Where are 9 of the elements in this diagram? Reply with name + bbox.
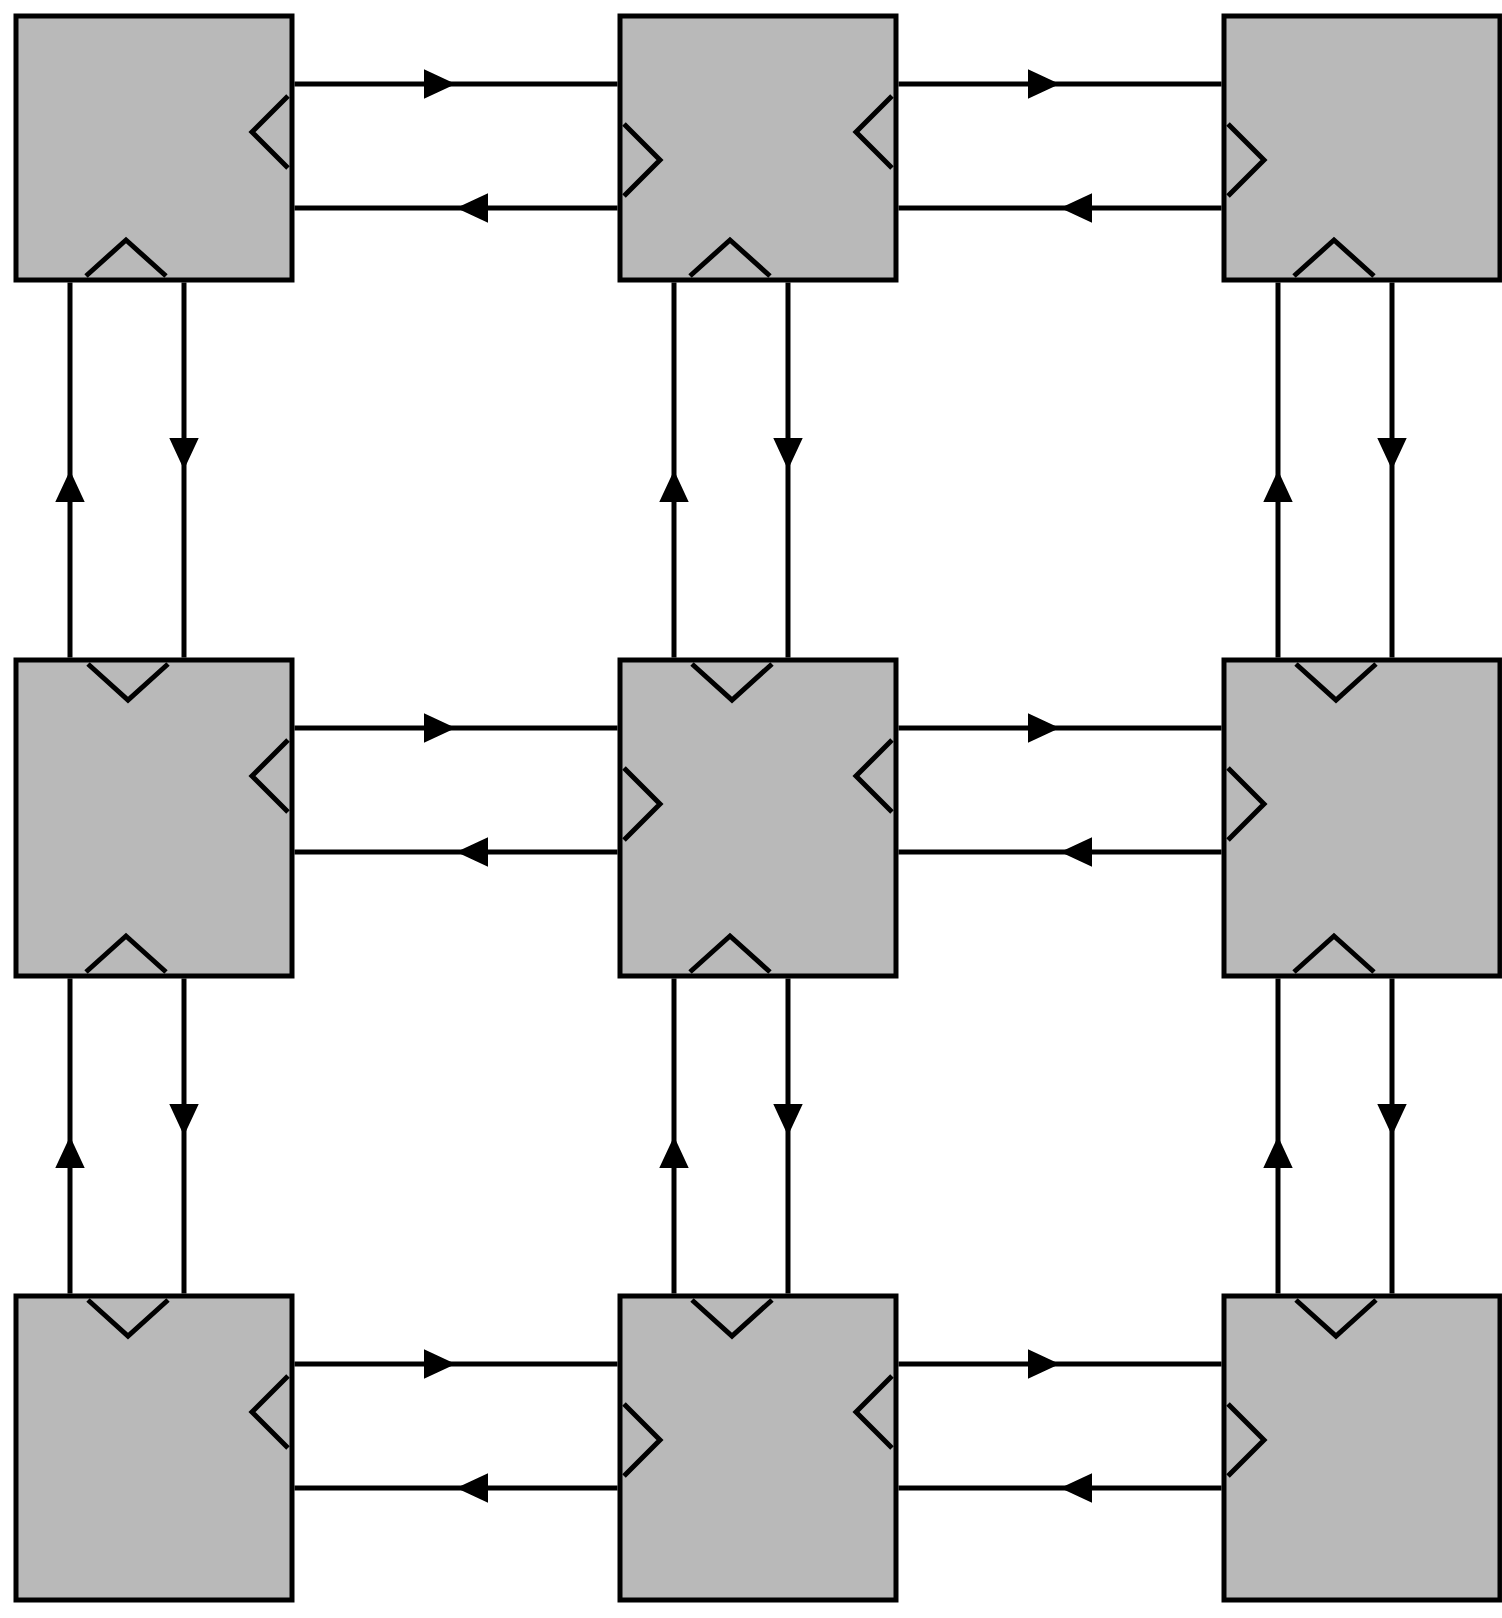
- grid-box: [1221, 1293, 1502, 1603]
- grid-box: [1221, 13, 1502, 283]
- grid-box: [13, 657, 295, 979]
- grid-box: [13, 1293, 295, 1603]
- grid-box: [13, 13, 295, 283]
- grid-box: [1221, 657, 1502, 979]
- grid-box: [617, 657, 899, 979]
- grid-box: [617, 1293, 899, 1603]
- grid-box: [617, 13, 899, 283]
